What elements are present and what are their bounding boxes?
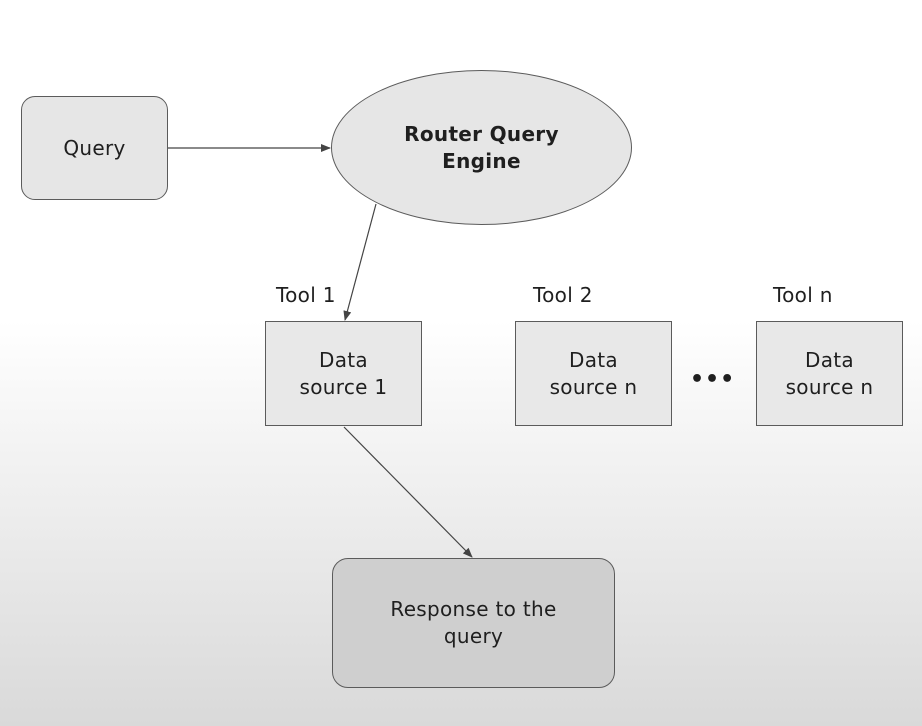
data-source-1-node: Data source 1 (265, 321, 422, 426)
router-query-engine-node: Router Query Engine (331, 70, 632, 225)
arrow-router-to-data-source-1 (343, 203, 377, 321)
tool-1-label: Tool 1 (276, 283, 336, 307)
ellipsis: ••• (690, 367, 736, 392)
query-node: Query (21, 96, 168, 200)
data-source-n-node: Data source n (756, 321, 903, 426)
tool-n-label: Tool n (773, 283, 833, 307)
response-node: Response to the query (332, 558, 615, 688)
data-source-2-node: Data source n (515, 321, 672, 426)
tool-2-label: Tool 2 (533, 283, 593, 307)
arrow-data-source-1-to-response (343, 426, 473, 558)
